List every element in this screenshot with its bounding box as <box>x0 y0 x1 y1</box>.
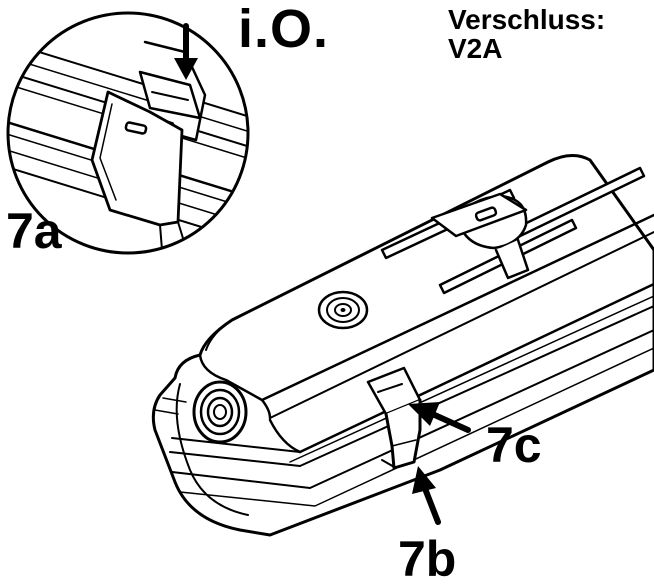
material-line-1: Verschluss: <box>448 4 606 35</box>
luminaire-housing <box>151 154 654 537</box>
front-spring-clip <box>366 366 422 470</box>
status-label: i.O. <box>238 0 330 59</box>
material-label: Verschluss: V2A <box>448 4 606 64</box>
label-7a: 7a <box>6 203 62 259</box>
material-line-2: V2A <box>448 32 503 64</box>
spring-clip <box>90 90 184 227</box>
label-7c: 7c <box>486 417 542 473</box>
arrow-7c <box>408 402 471 433</box>
mounting-dome <box>430 192 530 280</box>
detail-circle-7a <box>6 11 250 255</box>
cable-gland <box>192 380 248 444</box>
top-screw <box>317 290 369 330</box>
clip-slot <box>124 121 148 135</box>
arrow-7b <box>412 466 441 525</box>
label-7b: 7b <box>398 531 457 587</box>
